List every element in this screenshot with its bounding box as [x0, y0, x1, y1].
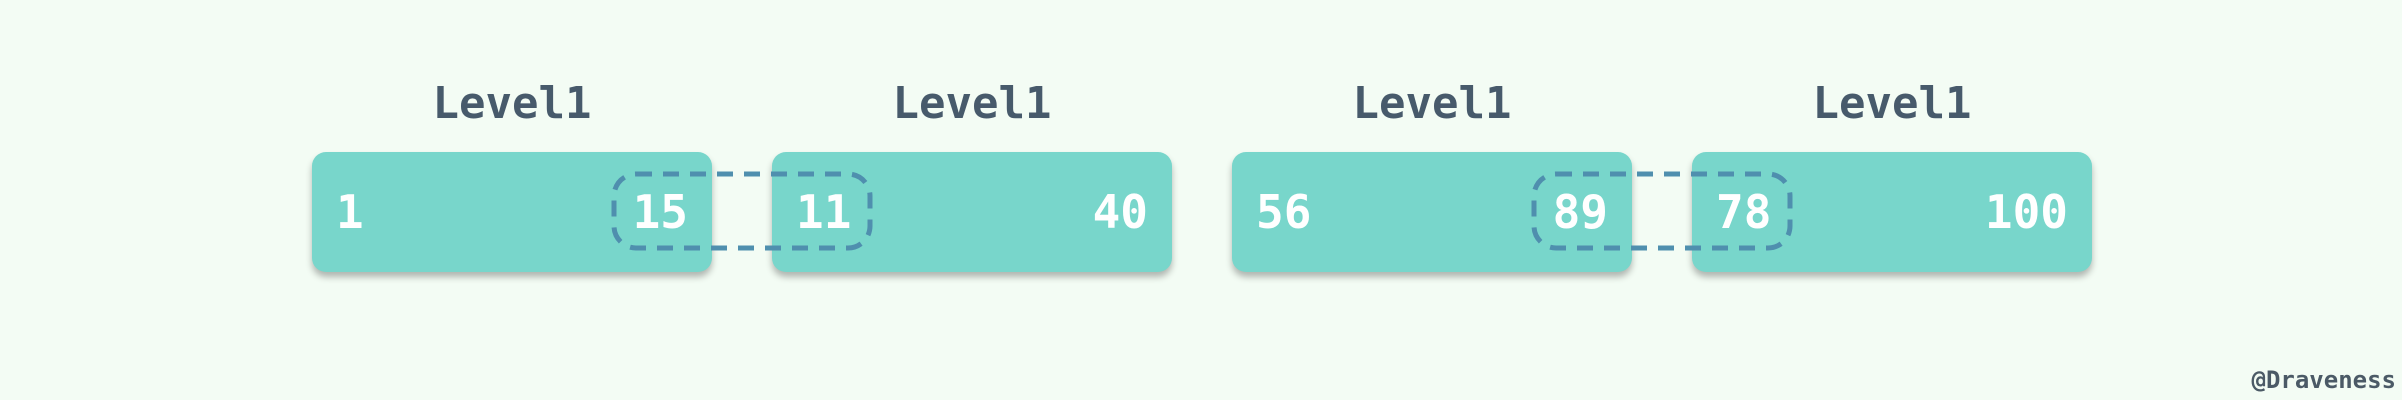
level-label-3: Level1: [1352, 78, 1512, 129]
block-4-min: 78: [1716, 185, 1772, 239]
level-label-4: Level1: [1812, 78, 1972, 129]
block-2-max: 40: [1092, 185, 1148, 239]
block-3-min: 56: [1256, 185, 1312, 239]
block-1-min: 1: [336, 185, 364, 239]
author-credit: @Draveness: [2251, 366, 2397, 394]
block-1-max: 15: [632, 185, 688, 239]
block-4-max: 100: [1984, 185, 2068, 239]
block-2-min: 11: [796, 185, 852, 239]
block-3-max: 89: [1552, 185, 1608, 239]
level-label-1: Level1: [432, 78, 592, 129]
level-label-2: Level1: [892, 78, 1052, 129]
